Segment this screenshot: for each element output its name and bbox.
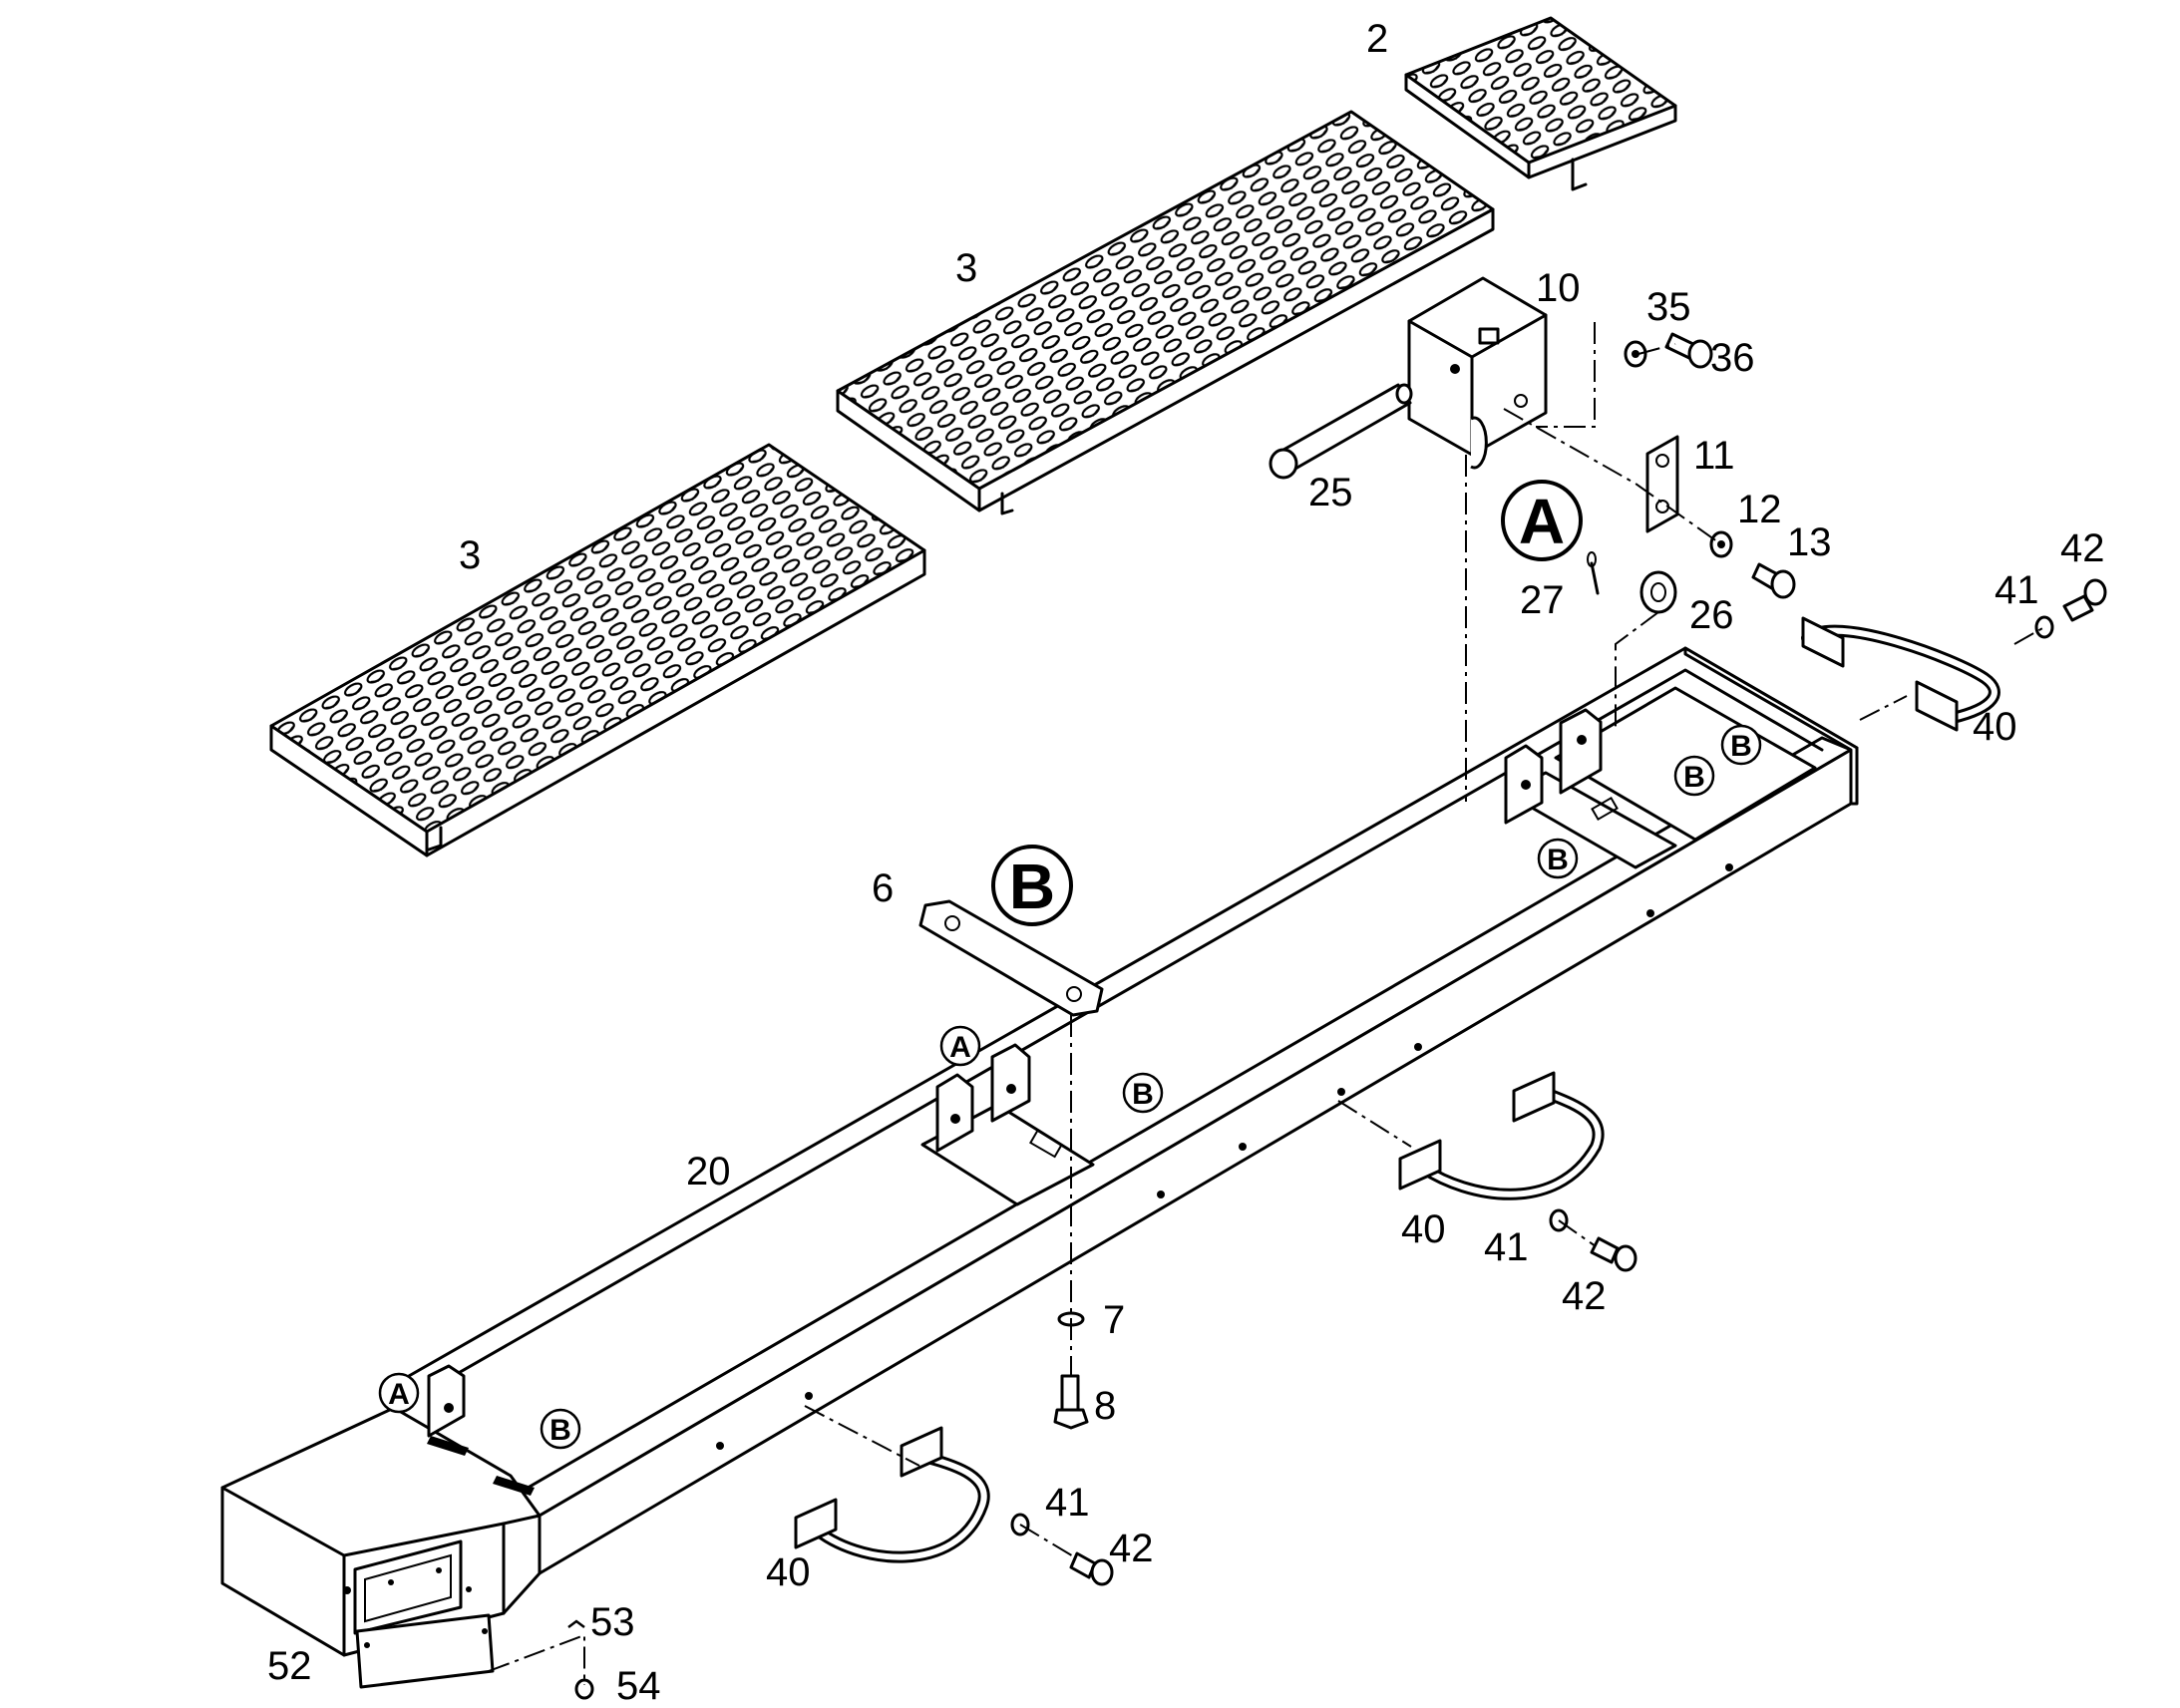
tie-strap bbox=[918, 899, 1104, 1017]
marker-A-front: A bbox=[378, 1372, 420, 1414]
step-grate-lower bbox=[269, 443, 926, 857]
bolt-13 bbox=[1751, 562, 1796, 599]
step-grate-upper bbox=[836, 110, 1495, 515]
svg-text:B: B bbox=[1547, 844, 1569, 876]
marker-B-3: B bbox=[1537, 838, 1579, 879]
marker-B-4: B bbox=[1122, 1072, 1164, 1114]
svg-text:A: A bbox=[388, 1378, 410, 1411]
cover-plate bbox=[355, 1613, 495, 1689]
step-grate-small bbox=[1404, 16, 1677, 191]
callout-7: 7 bbox=[1103, 1298, 1125, 1342]
cotter-pin-27 bbox=[1587, 551, 1600, 595]
callout-3-upper: 3 bbox=[955, 246, 977, 290]
callout-52: 52 bbox=[267, 1644, 312, 1688]
bolt-36 bbox=[1664, 332, 1713, 369]
callout-42-middle: 42 bbox=[1562, 1274, 1607, 1318]
callout-41-front: 41 bbox=[1045, 1481, 1090, 1525]
bolt-8 bbox=[1053, 1374, 1089, 1430]
callout-11: 11 bbox=[1693, 434, 1735, 478]
grab-handle-middle bbox=[1398, 1071, 1637, 1272]
callout-25: 25 bbox=[1308, 471, 1353, 514]
callout-13: 13 bbox=[1787, 520, 1832, 564]
washer-26 bbox=[1639, 570, 1677, 614]
callout-35: 35 bbox=[1646, 285, 1691, 329]
marker-B-2: B bbox=[1673, 755, 1715, 797]
marker-B-1: B bbox=[1720, 724, 1762, 766]
grab-handle-rear bbox=[1801, 578, 2107, 732]
bolt-42-rear bbox=[2062, 578, 2107, 622]
hinge-bracket bbox=[1407, 276, 1548, 470]
callout-8: 8 bbox=[1094, 1384, 1116, 1428]
svg-text:B: B bbox=[1683, 761, 1705, 794]
svg-text:B: B bbox=[1132, 1078, 1154, 1111]
leader-lines bbox=[488, 322, 2045, 1685]
svg-text:B: B bbox=[1009, 851, 1055, 922]
callout-41-rear: 41 bbox=[1995, 568, 2039, 612]
marker-A-rear: A bbox=[939, 1025, 981, 1067]
hardware-7-8 bbox=[1053, 1311, 1089, 1430]
marker-B-5: B bbox=[540, 1408, 581, 1450]
callout-3-lower: 3 bbox=[459, 533, 481, 577]
callout-36: 36 bbox=[1710, 336, 1755, 380]
bolt-42-middle bbox=[1590, 1236, 1637, 1272]
detail-label-A: A bbox=[1501, 480, 1583, 561]
callout-labels: 2 3 3 10 35 36 11 25 12 13 42 41 27 26 4… bbox=[267, 17, 2105, 1708]
svg-text:B: B bbox=[549, 1414, 571, 1447]
callout-6: 6 bbox=[872, 866, 894, 910]
detail-label-B: B bbox=[991, 845, 1073, 926]
callout-53: 53 bbox=[590, 1600, 635, 1644]
svg-text:B: B bbox=[1730, 730, 1752, 763]
main-frame bbox=[220, 646, 1859, 1657]
bolt-42-front bbox=[1069, 1551, 1114, 1586]
callout-54: 54 bbox=[616, 1664, 661, 1708]
svg-text:A: A bbox=[949, 1031, 971, 1064]
callout-26: 26 bbox=[1689, 593, 1734, 637]
hardware-53-54 bbox=[567, 1619, 594, 1700]
svg-text:A: A bbox=[1519, 486, 1565, 557]
callout-40-rear: 40 bbox=[1973, 705, 2017, 749]
link-plate bbox=[1645, 435, 1679, 533]
callout-10: 10 bbox=[1536, 266, 1581, 310]
callout-20: 20 bbox=[686, 1150, 731, 1194]
callout-27: 27 bbox=[1520, 578, 1565, 622]
pivot-pin bbox=[1269, 383, 1413, 480]
callout-42-front: 42 bbox=[1109, 1527, 1154, 1570]
callout-2: 2 bbox=[1366, 17, 1388, 61]
callout-40-front: 40 bbox=[766, 1550, 811, 1594]
callout-42-rear: 42 bbox=[2060, 526, 2105, 570]
callout-12: 12 bbox=[1737, 488, 1782, 531]
washer-41-rear bbox=[2034, 615, 2054, 639]
grab-handle-front bbox=[794, 1426, 1114, 1586]
callout-41-middle: 41 bbox=[1484, 1225, 1529, 1269]
callout-40-middle: 40 bbox=[1401, 1207, 1446, 1251]
hardware-upper bbox=[1587, 332, 1796, 614]
